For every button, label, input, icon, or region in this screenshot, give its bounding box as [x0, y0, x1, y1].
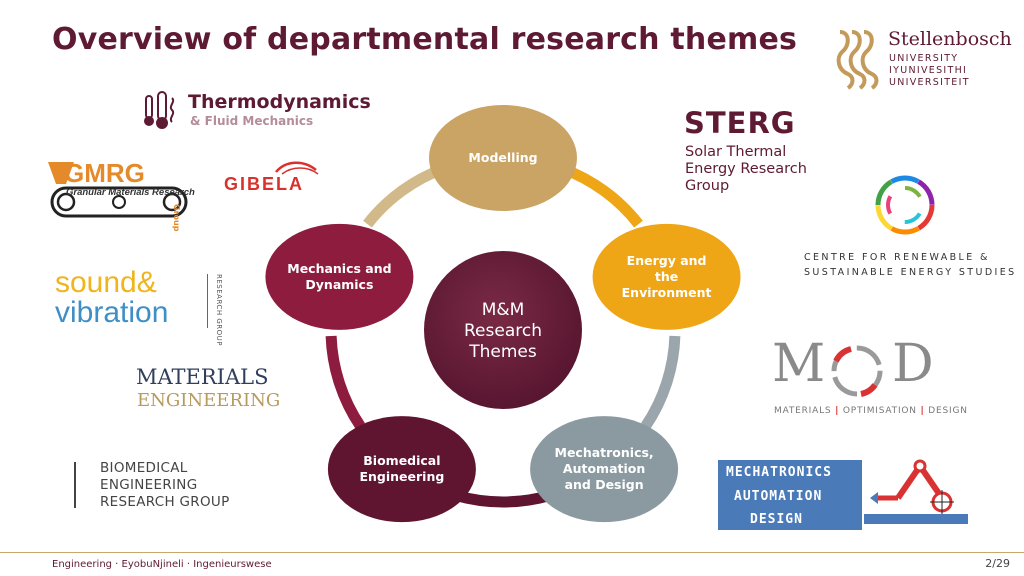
theme-node-label: the	[655, 269, 678, 284]
mod-sub: MATERIALS	[774, 406, 832, 416]
stellenbosch-line: UNIVERSITY	[889, 53, 959, 64]
vibration-text: vibration	[55, 296, 169, 329]
theme-node-shape	[327, 416, 476, 523]
footer-rule	[0, 552, 1024, 553]
thermodynamics-title: Thermodynamics	[188, 91, 371, 113]
conveyor-icon	[48, 162, 188, 218]
page-title: Overview of departmental research themes	[52, 22, 798, 57]
thermodynamics-subtitle: & Fluid Mechanics	[190, 114, 314, 128]
sterg-logo: STERG Solar Thermal Energy Research Grou…	[684, 106, 844, 198]
cycle-connector	[640, 335, 681, 430]
stellenbosch-line: UNIVERSITEIT	[889, 77, 970, 88]
theme-node-shape	[429, 105, 577, 211]
center-hub-label: Research	[464, 321, 542, 341]
mod-sub: DESIGN	[928, 406, 968, 416]
cycle-connector	[363, 163, 447, 228]
cycle-connector	[325, 335, 366, 430]
stellenbosch-name: Stellenbosch	[888, 28, 1012, 50]
sound-divider	[207, 274, 208, 328]
theme-node-shape	[530, 416, 679, 523]
mad-logo: MECHATRONICS AUTOMATION DESIGN	[718, 458, 968, 532]
engineering-text: ENGINEERING	[137, 390, 281, 411]
biomedical-line: ENGINEERING	[100, 477, 198, 493]
theme-node-label: Energy and	[627, 253, 707, 268]
theme-node-shape	[592, 223, 741, 330]
gmrg-acronym: GMRG	[64, 158, 145, 188]
theme-node-label: Mechanics and	[287, 261, 391, 276]
center-hub-label: M&M	[482, 300, 525, 320]
theme-node-label: Dynamics	[305, 277, 373, 292]
materials-engineering-logo: MATERIALS ENGINEERING	[136, 365, 296, 413]
mod-letter-d: D	[892, 334, 934, 394]
theme-node-label: Environment	[622, 285, 712, 300]
center-hub	[424, 251, 582, 409]
stellenbosch-line: IYUNIVESITHI	[889, 65, 968, 76]
footer-text: Engineering · EyobuNjineli · Ingenieursw…	[52, 559, 272, 570]
stellenbosch-crest-icon	[836, 30, 879, 90]
biomedical-group-logo: BIOMEDICAL ENGINEERING RESEARCH GROUP	[74, 460, 254, 510]
biomedical-line: BIOMEDICAL	[100, 460, 188, 476]
mad-line: MECHATRONICS	[726, 465, 832, 480]
theme-node-label: Automation	[563, 461, 645, 476]
gmrg-full-name: Granular Materials Research	[66, 187, 195, 198]
sterg-acronym: STERG	[684, 106, 796, 140]
gmrg-logo: GMRG Granular Materials Research Group	[44, 158, 195, 232]
theme-node-label: and Design	[565, 477, 644, 492]
sterg-line: Group	[685, 178, 730, 194]
cycle-connector	[559, 163, 643, 228]
gibela-logo: GIBELA	[220, 160, 340, 194]
theme-node-label: Mechatronics,	[555, 445, 654, 460]
mod-sub: OPTIMISATION	[842, 406, 917, 416]
sterg-line: Solar Thermal	[685, 144, 787, 160]
page-number: 2/29	[985, 557, 1010, 570]
sound-text: sound&	[55, 266, 157, 299]
theme-node-label: Engineering	[359, 469, 444, 484]
mad-line: DESIGN	[750, 512, 803, 527]
crses-logo: CENTRE FOR RENEWABLE & SUSTAINABLE ENERG…	[796, 170, 1016, 280]
mod-letter-m: M	[772, 334, 826, 394]
theme-node-label: Biomedical	[363, 453, 440, 468]
materials-text: MATERIALS	[136, 365, 269, 389]
gibela-text: GIBELA	[224, 174, 305, 194]
thermometer-icon	[144, 91, 175, 129]
thermodynamics-logo: Thermodynamics & Fluid Mechanics	[142, 90, 382, 132]
crses-line: CENTRE FOR RENEWABLE &	[804, 252, 990, 263]
mod-ring-icon	[831, 345, 883, 397]
theme-node-shape	[265, 223, 414, 330]
crses-line: SUSTAINABLE ENERGY STUDIES	[804, 267, 1017, 278]
gibela-swoosh-icon	[275, 161, 319, 175]
cycle-connector	[454, 490, 552, 508]
crses-swirl-icon	[875, 175, 935, 235]
biomedical-line: RESEARCH GROUP	[100, 494, 230, 510]
biomedical-divider	[74, 462, 76, 508]
mad-panel	[718, 460, 862, 530]
mod-logo: M D MATERIALS | OPTIMISATION | DESIGN	[772, 334, 968, 416]
theme-node-label: Modelling	[468, 150, 537, 165]
sterg-line: Energy Research	[685, 161, 807, 177]
sound-vibration-logo: sound& vibration RESEARCH GROUP	[55, 266, 235, 346]
center-hub-label: Themes	[468, 342, 537, 362]
theme-node: Modelling	[429, 105, 577, 211]
robot-arm-icon	[864, 459, 968, 524]
mad-line: AUTOMATION	[734, 489, 823, 504]
stellenbosch-logo: Stellenbosch UNIVERSITY IYUNIVESITHI UNI…	[834, 28, 1012, 90]
